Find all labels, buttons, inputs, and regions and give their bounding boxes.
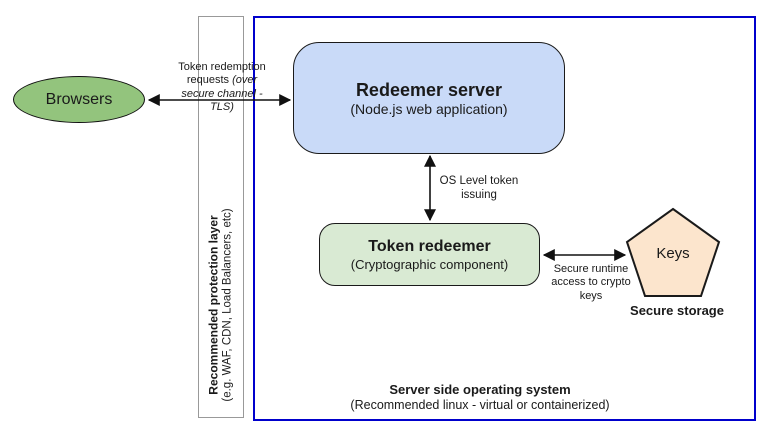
protection-layer-title: Recommended protection layer bbox=[206, 215, 221, 395]
os-level-arrow-label: OS Level token issuing bbox=[439, 175, 519, 202]
browsers-label: Browsers bbox=[45, 90, 113, 108]
redeemer-server-title: Redeemer server bbox=[355, 79, 503, 100]
protection-layer-bar bbox=[198, 16, 244, 418]
secure-runtime-arrow-label: Secure runtime access to crypto keys bbox=[551, 263, 631, 302]
browsers-node: Browsers bbox=[13, 76, 145, 123]
protection-layer-label: Recommended protection layer (e.g. WAF, … bbox=[206, 208, 234, 402]
server-os-title: Server side operating system bbox=[389, 382, 571, 397]
token-redeemer-title: Token redeemer bbox=[368, 238, 491, 255]
token-redemption-label-text: Token redemption requests bbox=[178, 61, 266, 87]
protection-layer-subtitle: (e.g. WAF, CDN, Load Balancers, etc) bbox=[221, 208, 234, 402]
token-redemption-arrow-label: Token redemption requests (over secure c… bbox=[178, 61, 266, 115]
token-redeemer-subtitle: (Cryptographic component) bbox=[350, 257, 509, 272]
keys-label: Keys bbox=[656, 245, 690, 262]
redeemer-server-node: Redeemer server (Node.js web application… bbox=[293, 42, 565, 154]
secure-storage-caption: Secure storage bbox=[630, 303, 724, 318]
server-os-caption: Server side operating system (Recommende… bbox=[330, 382, 630, 414]
token-redeemer-node: Token redeemer (Cryptographic component) bbox=[319, 223, 540, 286]
server-os-subtitle: (Recommended linux - virtual or containe… bbox=[350, 398, 610, 413]
redeemer-server-subtitle: (Node.js web application) bbox=[350, 101, 508, 118]
